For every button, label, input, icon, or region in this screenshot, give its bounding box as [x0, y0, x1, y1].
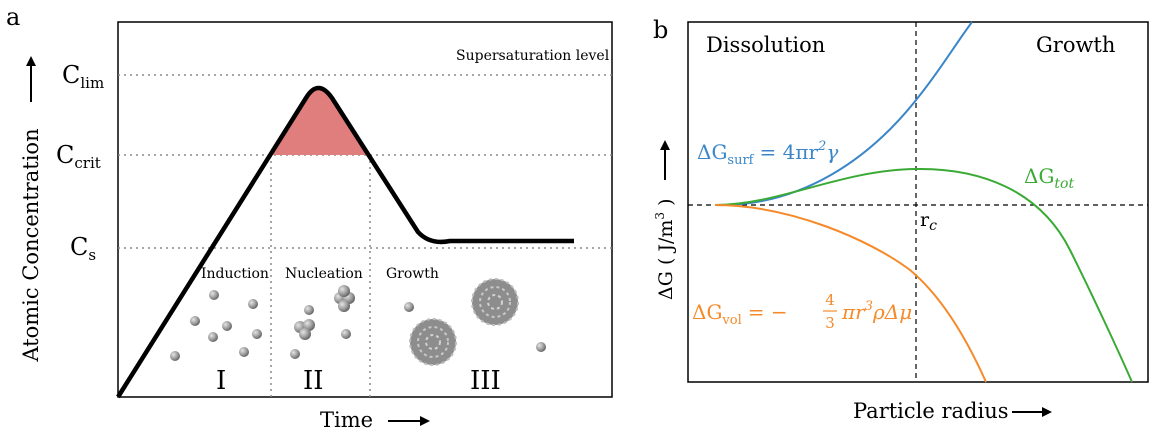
plot-frame [117, 21, 613, 398]
energy-y-arrow-head-icon [660, 140, 670, 150]
x-arrow-head-icon [420, 416, 430, 426]
atom [338, 285, 350, 297]
ccrit-label: Ccrit [56, 141, 101, 172]
atom [252, 329, 262, 339]
stage-name-nucleation: Nucleation [285, 266, 363, 282]
panel-a: a Clim Ccrit Cs Supersaturation level At… [6, 3, 613, 432]
atom [239, 347, 249, 357]
surface-energy-equation: ΔGsurf= 4πr2γ [697, 139, 838, 168]
atom [208, 332, 218, 342]
nucleation-region [271, 88, 370, 155]
nucleation-clusters [290, 285, 355, 359]
stage-name-induction: Induction [201, 266, 269, 282]
panel-a-label: a [6, 3, 20, 31]
concentration-curve [116, 85, 574, 399]
volume-energy-curve [714, 204, 987, 383]
fraction-denominator: 3 [825, 314, 835, 332]
atom [341, 329, 351, 339]
atom [338, 300, 350, 312]
panel-a-ylabel: Atomic Concentration [19, 128, 43, 362]
stage-numeral-3: III [470, 366, 501, 396]
nanoparticle-small [409, 318, 457, 366]
atom [209, 290, 219, 300]
panel-b-label: b [653, 16, 668, 44]
svg-text:ΔGvol= −: ΔGvol= − [692, 300, 788, 328]
atom [299, 328, 311, 340]
induction-atoms [170, 290, 262, 361]
atom [304, 305, 314, 315]
atom [404, 302, 414, 312]
fraction-numerator: 4 [825, 291, 835, 309]
svg-text:πr3ρΔμ: πr3ρΔμ [841, 299, 912, 324]
nanoparticle-large [471, 278, 519, 326]
stage-numeral-1: I [216, 366, 226, 396]
total-energy-curve [714, 167, 1133, 383]
atom [190, 316, 200, 326]
surface-energy-curve [714, 21, 973, 207]
stage-name-growth: Growth [386, 266, 439, 282]
y-arrow-head-icon [26, 56, 36, 66]
supersaturation-label: Supersaturation level [456, 48, 610, 64]
cs-label: Cs [70, 233, 96, 264]
atom [248, 299, 258, 309]
panel-b-ylabel: ΔG ( J/m3 ) [653, 198, 677, 300]
stage-numeral-2: II [303, 366, 324, 396]
clim-label: Clim [62, 61, 104, 92]
radius-arrow-head-icon [1042, 407, 1052, 417]
atom [170, 351, 180, 361]
panel-b: b Dissolution Growth rc ΔGsurf= 4πr2γ ΔG… [653, 16, 1149, 423]
atom [290, 349, 300, 359]
growth-particles [404, 278, 546, 366]
panel-a-xlabel: Time [320, 408, 373, 432]
panel-b-xlabel: Particle radius [853, 399, 1009, 423]
volume-energy-equation: ΔGvol= − 4 3 πr3ρΔμ [692, 291, 912, 332]
growth-label: Growth [1036, 33, 1115, 57]
critical-radius-label: rc [920, 209, 937, 234]
dissolution-label: Dissolution [706, 33, 825, 57]
atom [222, 321, 232, 331]
atom [303, 319, 315, 331]
total-energy-label: ΔGtot [1024, 164, 1074, 192]
energy-plot-frame [687, 21, 1149, 383]
atom [536, 342, 546, 352]
